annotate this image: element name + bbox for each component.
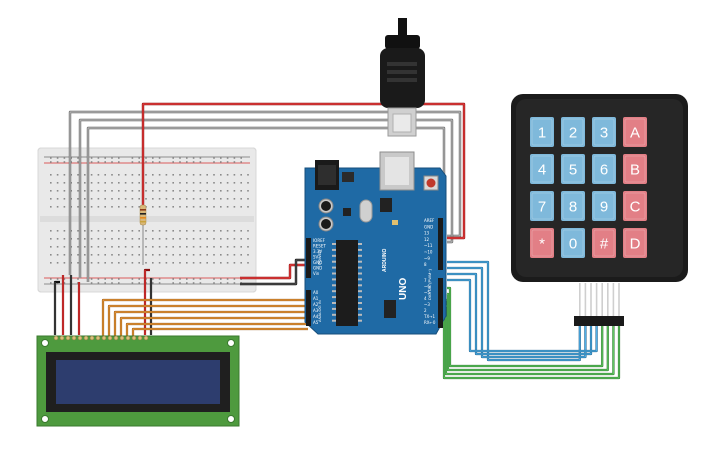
power-pin-label: GND bbox=[313, 266, 322, 271]
keypad-key-C[interactable]: C bbox=[623, 191, 647, 221]
keypad: 1 2 3 A 4 5 6 B 7 8 9 C * 0 # D bbox=[511, 94, 688, 326]
digital-pin-label: ~11 bbox=[424, 243, 433, 248]
analog-pin-label: A2 bbox=[313, 302, 319, 307]
keypad-key-9[interactable]: 9 bbox=[592, 191, 616, 221]
keypad-key-3[interactable]: 3 bbox=[592, 117, 616, 147]
atmega-chip bbox=[336, 240, 358, 326]
svg-text:#: # bbox=[600, 236, 609, 253]
arduino-model: UNO bbox=[398, 278, 409, 300]
power-pin-label: GND bbox=[313, 260, 322, 265]
keypad-key-6[interactable]: 6 bbox=[592, 154, 616, 184]
digital-header-bottom bbox=[438, 278, 443, 328]
digital-pin-label: 13 bbox=[424, 231, 430, 236]
keypad-key-4[interactable]: 4 bbox=[530, 154, 554, 184]
keypad-key-8[interactable]: 8 bbox=[561, 191, 585, 221]
digital-pin-label: TX→1 bbox=[423, 314, 436, 319]
wire-orange bbox=[107, 304, 308, 336]
wire-orange bbox=[131, 327, 308, 336]
wire-orange-group bbox=[101, 298, 308, 336]
digital-pin-label: ~9 bbox=[424, 256, 430, 261]
svg-text:D: D bbox=[630, 236, 641, 253]
analog-pin-label: A3 bbox=[313, 308, 319, 313]
digital-label: DIGITAL (PWM~) bbox=[427, 268, 432, 300]
svg-text:5: 5 bbox=[569, 162, 577, 179]
analog-pin-label: A5 bbox=[313, 320, 319, 325]
arduino-brand: ARDUINO bbox=[382, 249, 388, 272]
power-pin-label: 5V bbox=[313, 255, 319, 260]
power-header bbox=[306, 238, 311, 278]
keypad-connector bbox=[574, 316, 624, 326]
analog-pin-label: A4 bbox=[313, 314, 319, 319]
digital-pin-label: ~10 bbox=[424, 250, 433, 255]
power-pin-label: IOREF bbox=[313, 238, 326, 243]
wire-keypad-group bbox=[442, 260, 621, 380]
svg-text:C: C bbox=[630, 199, 641, 216]
keypad-ribbon-cable bbox=[579, 283, 620, 317]
svg-text:7: 7 bbox=[538, 199, 546, 216]
digital-pin-label: AREF bbox=[424, 218, 435, 223]
keypad-key-B[interactable]: B bbox=[623, 154, 647, 184]
digital-pin-label: ~3 bbox=[424, 302, 430, 307]
resistor-icon bbox=[139, 204, 147, 226]
svg-text:8: 8 bbox=[569, 199, 577, 216]
svg-text:6: 6 bbox=[600, 162, 608, 179]
power-pin-label: Vin bbox=[313, 271, 320, 276]
keypad-key-7[interactable]: 7 bbox=[530, 191, 554, 221]
digital-pin-label: RX←0 bbox=[424, 320, 436, 325]
lcd-display bbox=[36, 335, 240, 427]
analog-pin-label: A0 bbox=[313, 290, 319, 295]
digital-pin-label: ~6 bbox=[424, 284, 430, 289]
digital-pin-label: ~5 bbox=[424, 290, 430, 295]
reset-button bbox=[426, 178, 436, 188]
keypad-key-5[interactable]: 5 bbox=[561, 154, 585, 184]
svg-text:4: 4 bbox=[538, 162, 546, 179]
keypad-key-*[interactable]: * bbox=[530, 228, 554, 258]
svg-text:*: * bbox=[539, 236, 545, 253]
svg-text:1: 1 bbox=[538, 125, 546, 142]
svg-text:B: B bbox=[630, 162, 640, 179]
svg-text:2: 2 bbox=[569, 125, 577, 142]
keypad-key-2[interactable]: 2 bbox=[561, 117, 585, 147]
digital-pin-label: 8 bbox=[424, 262, 427, 267]
keypad-key-A[interactable]: A bbox=[623, 117, 647, 147]
analog-label: ANALOG IN bbox=[317, 300, 322, 322]
digital-pin-label: 2 bbox=[424, 308, 427, 313]
svg-text:A: A bbox=[630, 125, 640, 142]
lcd-pin-header bbox=[53, 335, 149, 341]
keypad-key-#[interactable]: # bbox=[592, 228, 616, 258]
keypad-key-1[interactable]: 1 bbox=[530, 117, 554, 147]
breadboard-center-channel bbox=[40, 216, 254, 222]
svg-text:0: 0 bbox=[569, 236, 577, 253]
svg-text:3: 3 bbox=[600, 125, 608, 142]
digital-header-top bbox=[438, 218, 443, 270]
lcd-screen bbox=[56, 360, 220, 404]
digital-pin-label: 4 bbox=[424, 296, 427, 301]
digital-pin-label: 7 bbox=[424, 278, 427, 283]
keypad-key-D[interactable]: D bbox=[623, 228, 647, 258]
analog-pin-label: A1 bbox=[313, 296, 319, 301]
wire-orange bbox=[119, 316, 308, 336]
wire-blue bbox=[447, 272, 593, 356]
power-pin-label: RESET bbox=[313, 244, 326, 249]
power-label: POWER bbox=[317, 250, 322, 265]
digital-pin-label: GND bbox=[424, 224, 433, 229]
svg-text:9: 9 bbox=[600, 199, 608, 216]
analog-header bbox=[306, 290, 311, 326]
keypad-key-0[interactable]: 0 bbox=[561, 228, 585, 258]
digital-pin-label: 12 bbox=[424, 237, 430, 242]
power-pin-label: 3.3V bbox=[313, 249, 322, 254]
usb-cable-icon bbox=[380, 18, 425, 137]
